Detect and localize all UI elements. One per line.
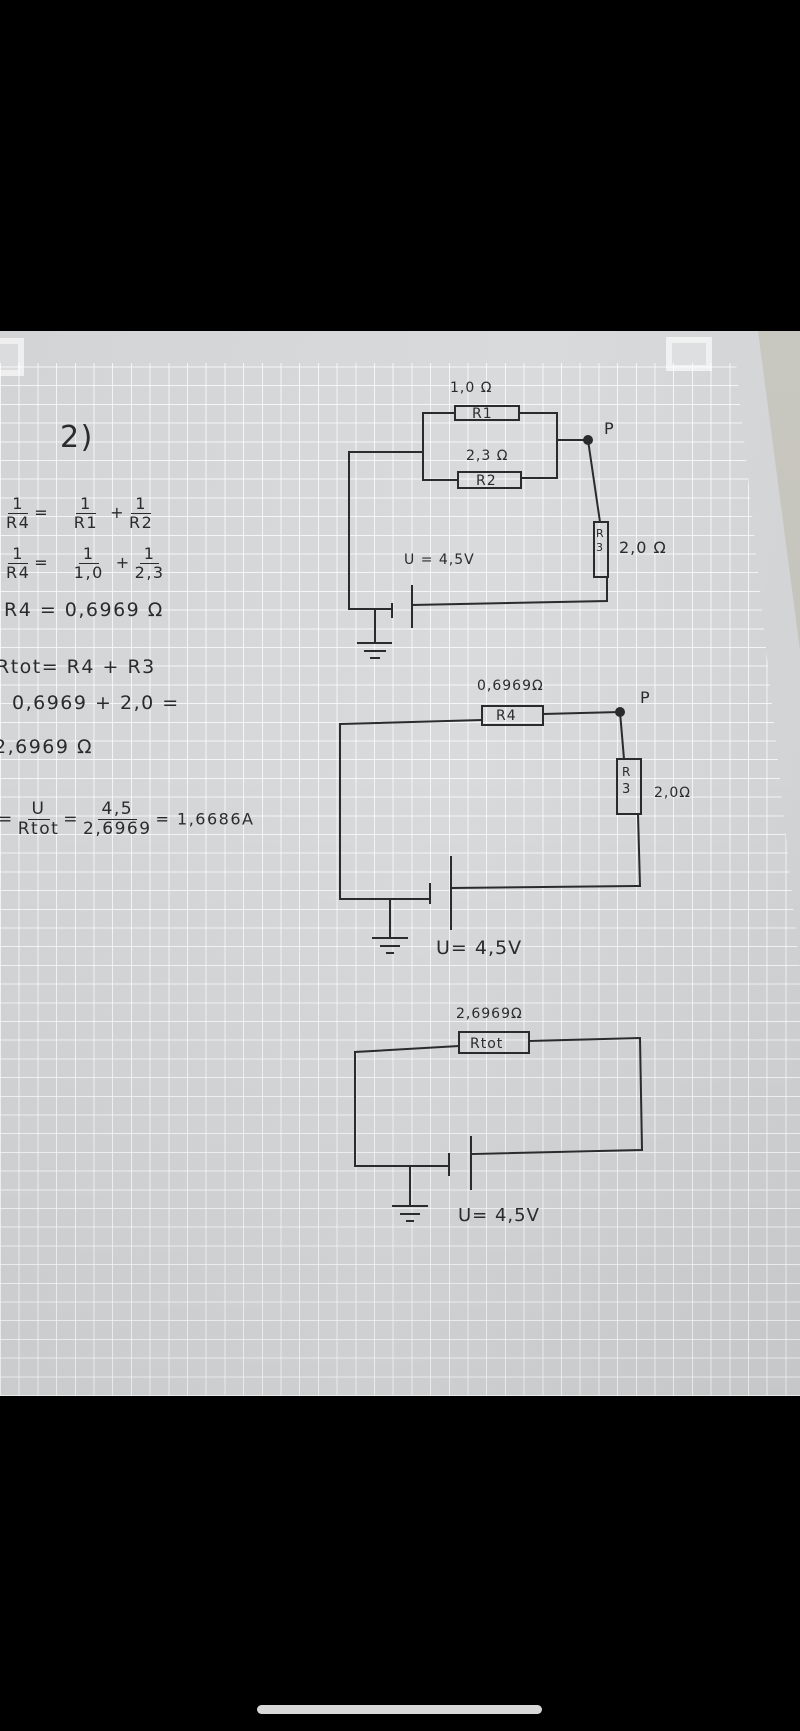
circuit-2 <box>339 705 642 954</box>
r1-value: 1,0 Ω <box>450 380 493 396</box>
resistor-r3 <box>616 758 642 815</box>
node-p-label: P <box>640 688 651 707</box>
resistor-rtot <box>458 1031 530 1054</box>
rtot-label: Rtot <box>470 1036 504 1052</box>
ground-symbol <box>392 1166 428 1222</box>
r3-label-top: R <box>596 527 605 540</box>
r2-value: 2,3 Ω <box>466 448 509 464</box>
equation-rtot-values: 0,6969 + 2,0 = <box>12 692 180 714</box>
rtot-value: 2,6969Ω <box>456 1006 523 1022</box>
home-indicator[interactable] <box>257 1705 542 1714</box>
voltage-label: U = 4,5V <box>404 552 475 568</box>
corner-marker <box>0 338 24 376</box>
resistor-r3 <box>593 521 609 578</box>
r3-value: 2,0 Ω <box>619 538 667 557</box>
r3-label-top: R <box>622 765 632 779</box>
resistor-r2 <box>457 471 522 489</box>
r1-label: R1 <box>472 406 493 422</box>
node-p-label: P <box>604 419 615 438</box>
ground-symbol <box>357 609 392 659</box>
circuit-diagrams <box>339 405 644 1222</box>
circuit-1 <box>348 405 609 659</box>
r4-label: R4 <box>496 708 517 724</box>
equation-r4-result: R4 = 0,6969 Ω <box>4 599 164 621</box>
r3-value: 2,0Ω <box>654 785 691 801</box>
r3-label-bottom: 3 <box>622 782 632 797</box>
r2-label: R2 <box>476 473 497 489</box>
voltage-label: U= 4,5V <box>436 937 523 959</box>
voltage-label: U= 4,5V <box>458 1205 540 1226</box>
equation-rtot-result: 2,6969 Ω <box>0 736 94 758</box>
grid-paper <box>0 362 800 1396</box>
circuit-3 <box>354 1031 644 1222</box>
r3-label-bottom: 3 <box>596 541 604 554</box>
corner-marker <box>666 337 712 371</box>
task-number: 2) <box>60 420 94 455</box>
r4-value: 0,6969Ω <box>477 678 544 694</box>
resistor-r4 <box>481 705 544 726</box>
equation-rtot-formula: Rtot= R4 + R3 <box>0 656 156 678</box>
ground-symbol <box>372 899 408 954</box>
